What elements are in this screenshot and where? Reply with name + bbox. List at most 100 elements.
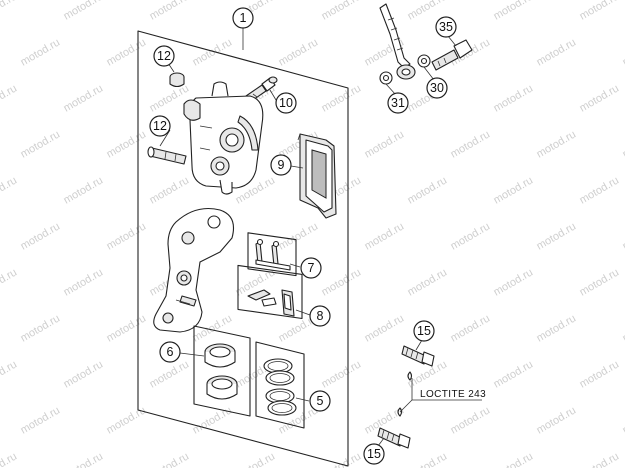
loctite-leader-branch [399,399,413,413]
watermark-text: motod.ru [0,0,19,23]
watermark-text: motod.ru [578,266,622,298]
callout-15-upper: 15 [413,320,435,342]
svg-text:15: 15 [417,324,431,338]
watermark-text: motod.ru [62,82,106,114]
loctite-drop-lower [397,407,403,417]
watermark-text: motod.ru [19,404,63,436]
watermark-text: motod.ru [62,266,106,298]
svg-text:35: 35 [439,20,453,34]
watermark-text: motod.ru [105,312,149,344]
watermark-text: motod.ru [19,128,63,160]
watermark-text: motod.ru [320,0,364,23]
watermark-text: motod.ru [0,358,19,390]
watermark-text: motod.ru [62,450,106,468]
piston-kit-part [193,325,251,417]
spring-kit-part [237,264,303,319]
watermark-text: motod.ru [578,450,622,468]
watermark-text: motod.ru [578,174,622,206]
watermark-text: motod.ru [19,220,63,252]
watermark-text: motod.ru [234,450,278,468]
watermark-text: motod.ru [0,82,19,114]
watermark-text: motod.ru [621,312,625,344]
watermark-text: motod.ru [363,312,407,344]
watermark-text: motod.ru [449,220,493,252]
watermark-text: motod.ru [406,174,450,206]
watermark-text: motod.ru [535,220,579,252]
svg-text:30: 30 [430,81,444,95]
piston-upper [204,343,236,368]
watermark-text: motod.ru [621,220,625,252]
watermark-text: motod.ru [492,266,536,298]
brake-pads-part [297,133,337,219]
watermark-text: motod.ru [578,358,622,390]
watermark-text: motod.ru [535,128,579,160]
watermark-text: motod.ru [449,312,493,344]
washer-30-part [417,54,431,68]
watermark-text: motod.ru [62,0,106,23]
watermark-text: motod.ru [320,82,364,114]
watermark-text: motod.ru [492,174,536,206]
watermark-text: motod.ru [535,36,579,68]
watermark-text: motod.ru [105,220,149,252]
callout-12-cap: 12 [153,45,175,67]
callout-7: 7 [300,257,322,279]
washer-31-part [379,71,393,85]
callout-9: 9 [270,154,292,176]
watermark-text: motod.ru [492,358,536,390]
assembly-frame [137,30,349,467]
watermark-text: motod.ru [105,404,149,436]
callout-1: 1 [232,7,254,29]
watermark-text: motod.ru [621,36,625,68]
loctite-drop-upper [407,371,413,381]
piston-lower [206,375,238,400]
watermark-text: motod.ru [0,450,19,468]
callout-10: 10 [275,92,297,114]
watermark-text: motod.ru [62,358,106,390]
mounting-bolt-upper-part [401,345,435,367]
callout-6: 6 [159,341,181,363]
watermark-text: motod.ru [105,128,149,160]
watermark-text: motod.ru [277,220,321,252]
watermark-text: motod.ru [363,128,407,160]
watermark-text: motod.ru [492,0,536,23]
loctite-note: LOCTITE 243 [420,389,486,400]
watermark-text: motod.ru [535,404,579,436]
watermark-text: motod.ru [406,450,450,468]
watermark-text: motod.ru [62,174,106,206]
watermark-text: motod.ru [148,450,192,468]
callout-5: 5 [309,390,331,412]
watermark-text: motod.ru [535,312,579,344]
banjo-bolt-part [431,39,473,71]
callout-15-lower: 15 [363,443,385,465]
watermark-text: motod.ru [621,404,625,436]
svg-text:10: 10 [279,96,293,110]
bleed-cap-part [169,72,185,88]
watermark-text: motod.ru [621,128,625,160]
watermark-text: motod.ru [0,266,19,298]
watermark-text: motod.ru [492,82,536,114]
watermark-text: motod.ru [277,36,321,68]
watermark-text: motod.ru [449,404,493,436]
guide-pin-part [147,146,187,165]
watermark-text: motod.ru [148,0,192,23]
watermark-text: motod.ru [578,0,622,23]
svg-text:15: 15 [367,447,381,461]
watermark-text: motod.ru [492,450,536,468]
svg-text:6: 6 [167,345,174,359]
svg-text:7: 7 [308,261,315,275]
watermark-text: motod.ru [363,220,407,252]
svg-text:31: 31 [391,96,405,110]
svg-text:8: 8 [317,309,324,323]
watermark-text: motod.ru [191,404,235,436]
svg-text:12: 12 [157,49,171,63]
watermark-text: motod.ru [105,36,149,68]
callout-35: 35 [435,16,457,38]
brake-hose-part [379,3,416,80]
watermark-text: motod.ru [19,36,63,68]
caliper-body-part [183,81,264,195]
watermark-text: motod.ru [406,266,450,298]
pad-pin-kit-part [247,232,297,277]
watermark-text: motod.ru [148,174,192,206]
